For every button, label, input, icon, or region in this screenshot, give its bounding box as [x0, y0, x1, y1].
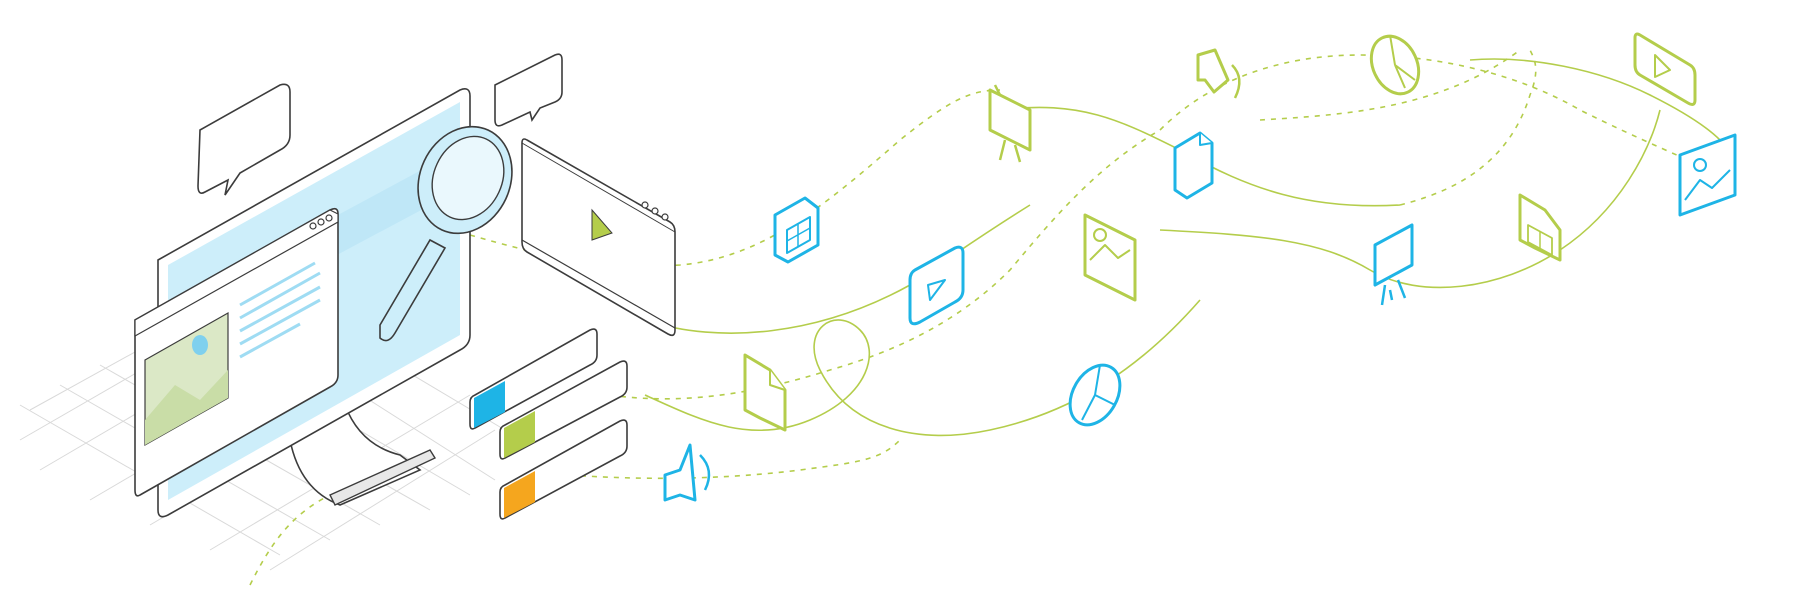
presentation-icon: [1373, 223, 1414, 306]
image-icon: [1083, 213, 1137, 302]
flow-line: [1159, 54, 1721, 176]
flow-line: [1469, 58, 1721, 141]
pie-chart-icon: [1068, 363, 1122, 427]
play-icon: [908, 245, 965, 326]
document-icon: [1173, 131, 1214, 200]
flow-line: [249, 494, 331, 586]
chat-bubble-icon: [494, 53, 563, 127]
flow-line: [644, 299, 1201, 437]
video-window-icon: [521, 138, 676, 337]
image-window: [134, 207, 339, 497]
flow-line: [609, 129, 1161, 400]
chat-bubble-icon: [197, 83, 291, 196]
blue-bar: [469, 328, 598, 430]
green-bar: [499, 360, 628, 460]
magnifier-icon: [379, 125, 513, 342]
pie-chart-icon: [1369, 34, 1421, 96]
flow-line: [569, 439, 901, 480]
flow-line: [1399, 49, 1537, 206]
spreadsheet-icon: [1518, 193, 1562, 262]
flow-line: [644, 204, 1031, 334]
orange-bar: [499, 419, 628, 520]
play-icon: [1633, 32, 1697, 106]
flow-line: [1259, 49, 1521, 121]
sun-circle: [192, 335, 208, 355]
presentation-icon: [988, 84, 1032, 163]
speaker-icon: [663, 443, 711, 502]
image-icon: [1678, 133, 1737, 217]
progress-bars: [469, 328, 628, 520]
play-triangle: [591, 208, 613, 241]
flow-line: [1159, 109, 1661, 289]
spreadsheet-icon: [773, 196, 820, 264]
speaker-icon: [1196, 48, 1241, 99]
document-icon: [743, 353, 787, 432]
